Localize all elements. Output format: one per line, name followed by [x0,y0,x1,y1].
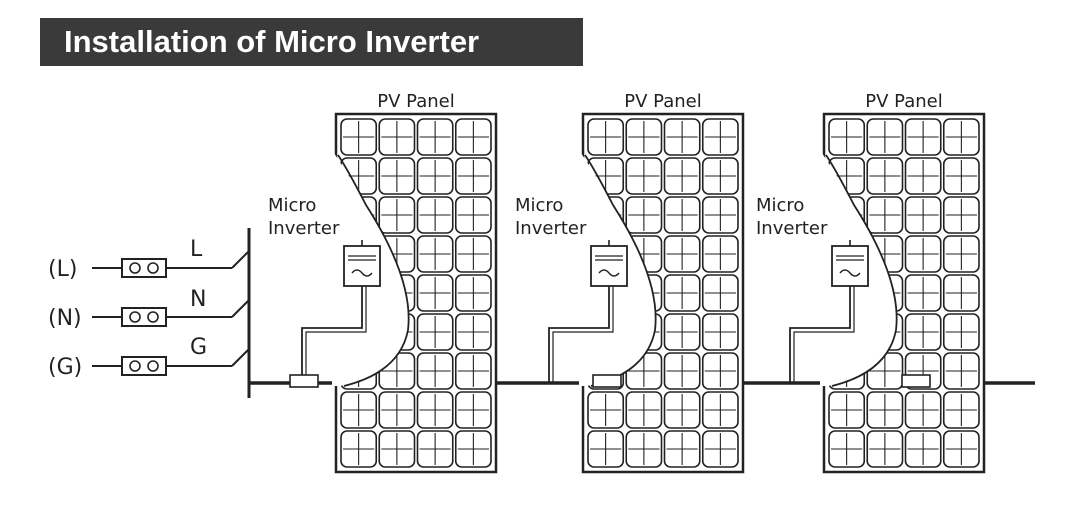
terminal-L: (L) L [48,237,249,282]
micro-inverter-box [831,240,869,287]
pv-panel-label: PV Panel [624,91,701,112]
terminal-block-L [121,258,167,278]
terminal-code-N: (N) [48,306,82,331]
pv-panel-label: PV Panel [865,91,942,112]
micro-inverter-label: Micro [515,195,563,216]
terminal-code-L: (L) [48,257,77,282]
pv-panel-label: PV Panel [377,91,454,112]
micro-inverter-box [343,240,381,287]
micro-inverter-box [590,240,628,287]
trunk-connector [901,374,931,388]
terminal-G: (G) G [48,335,249,380]
trunk-connector [289,374,319,388]
terminal-code-G: (G) [48,355,82,380]
terminal-block-G [121,356,167,376]
wire-label-L: L [190,237,203,262]
micro-inverter-label: Micro [268,195,316,216]
page-title: Installation of Micro Inverter [40,18,583,66]
micro-inverter-label: Inverter [515,218,587,239]
wire-label-G: G [190,335,207,360]
terminal-N: (N) N [48,287,249,331]
terminal-block-N [121,307,167,327]
trunk-connector [592,374,622,388]
micro-inverter-label: Inverter [756,218,828,239]
micro-inverter-label: Micro [756,195,804,216]
wire-label-N: N [190,287,206,312]
micro-inverter-label: Inverter [268,218,340,239]
